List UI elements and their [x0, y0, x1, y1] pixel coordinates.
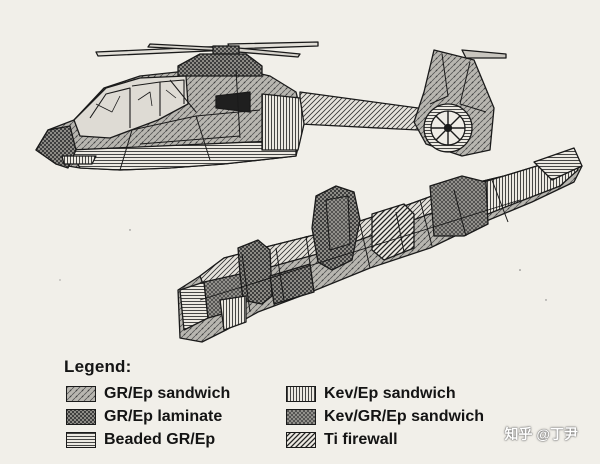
forward-frame	[237, 239, 273, 305]
legend-item-kev-gr-ep-sandwich: Kev/GR/Ep sandwich	[286, 408, 484, 426]
exploded-keel-structure	[177, 147, 583, 343]
legend-label: GR/Ep laminate	[104, 408, 223, 425]
legend-item-ti-firewall: Ti firewall	[286, 431, 398, 449]
print-speckles	[59, 229, 547, 301]
helicopter-side-view	[35, 41, 507, 171]
legend-label: GR/Ep sandwich	[104, 385, 231, 402]
firewall-block	[371, 203, 415, 261]
legend-label: Ti firewall	[324, 431, 398, 448]
tail-boom	[299, 91, 429, 131]
legend-title: Legend:	[64, 357, 132, 376]
grid-swatch-icon	[286, 409, 316, 425]
diag-swatch-icon	[286, 432, 316, 448]
legend-label: Kev/Ep sandwich	[324, 385, 456, 402]
aft-frame	[429, 175, 489, 237]
legend-item-gr-ep-laminate: GR/Ep laminate	[66, 408, 222, 426]
checker-swatch-icon	[66, 409, 96, 425]
vlines-swatch-icon	[286, 386, 316, 402]
legend-item-beaded-gr-ep: Beaded GR/Ep	[66, 431, 215, 449]
hlines-swatch-icon	[66, 432, 96, 448]
weave-swatch-icon	[66, 386, 96, 402]
legend-item-gr-ep-sandwich: GR/Ep sandwich	[66, 385, 230, 403]
legend-item-kev-ep-sandwich: Kev/Ep sandwich	[286, 385, 456, 403]
watermark-text: 知乎 @丁尹	[504, 426, 578, 442]
legend-label: Beaded GR/Ep	[104, 431, 216, 448]
legend-label: Kev/GR/Ep sandwich	[324, 408, 485, 425]
